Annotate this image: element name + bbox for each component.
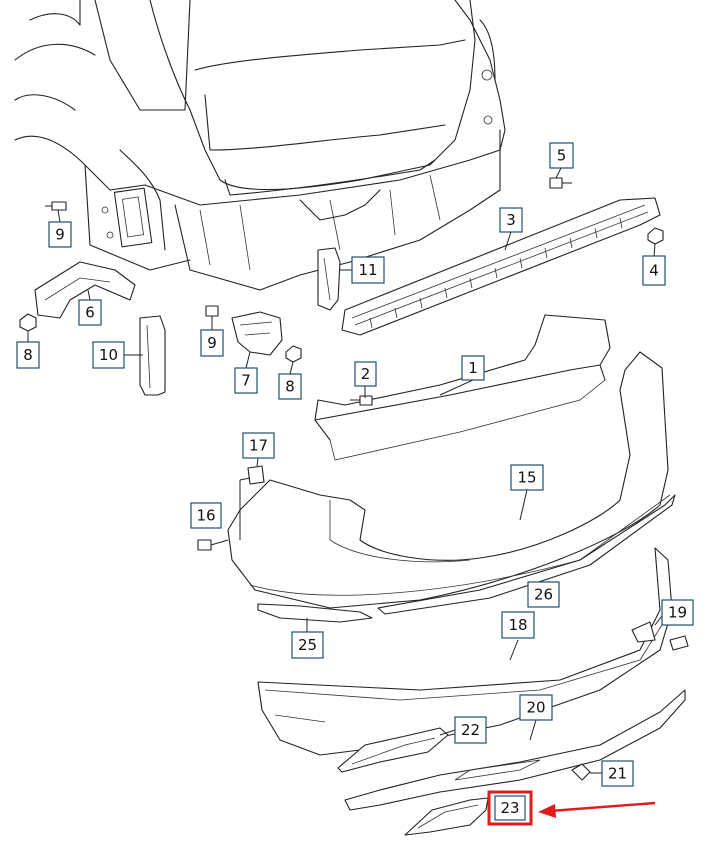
callout-20[interactable]: 20 [519, 694, 553, 721]
callout-19[interactable]: 19 [661, 599, 694, 626]
callout-4[interactable]: 4 [642, 255, 666, 286]
svg-text:9: 9 [55, 226, 65, 244]
red-pointer-arrow-icon [538, 801, 656, 818]
svg-text:8: 8 [23, 346, 33, 364]
trim-strip-part-26 [377, 494, 676, 615]
bolt-icon [197, 539, 229, 551]
callout-16[interactable]: 16 [190, 502, 222, 529]
fasteners [19, 177, 664, 781]
callout-25[interactable]: 25 [291, 631, 324, 659]
bolt-icon [45, 201, 67, 211]
callout-17[interactable]: 17 [242, 432, 275, 459]
svg-text:8: 8 [285, 378, 295, 396]
bracket-part-6 [34, 261, 136, 319]
callout-1[interactable]: 1 [461, 355, 485, 381]
callout-22[interactable]: 22 [454, 716, 487, 744]
svg-text:11: 11 [358, 261, 377, 279]
svg-text:4: 4 [649, 262, 659, 280]
svg-text:5: 5 [557, 147, 567, 165]
svg-text:21: 21 [608, 765, 627, 783]
tip-trim-part-23 [404, 797, 489, 836]
svg-text:6: 6 [85, 304, 95, 322]
callout-15[interactable]: 15 [510, 464, 544, 491]
callout-labels: 1 2 3 4 5 6 7 8 8 9 9 10 11 15 16 17 18 … [16, 142, 694, 826]
bracket-part-11 [317, 247, 341, 311]
guide-part-10 [139, 315, 166, 396]
highlight-frame [487, 790, 533, 826]
callout-26[interactable]: 26 [527, 581, 560, 608]
callout-3[interactable]: 3 [499, 207, 523, 233]
callout-9-left[interactable]: 9 [48, 221, 72, 248]
svg-text:25: 25 [298, 636, 317, 654]
bolt-icon [350, 395, 373, 406]
svg-text:20: 20 [526, 699, 545, 717]
callout-6[interactable]: 6 [78, 299, 102, 326]
svg-text:10: 10 [99, 346, 118, 364]
clip-part-19 [631, 621, 689, 651]
tip-trim-part-22 [337, 727, 449, 773]
nut-icon [647, 227, 664, 245]
svg-text:7: 7 [241, 372, 251, 390]
diffuser-part-20 [344, 689, 686, 811]
bolt-icon [205, 305, 219, 328]
bolt-icon [549, 177, 572, 189]
svg-text:3: 3 [506, 211, 516, 229]
callout-10[interactable]: 10 [92, 341, 125, 369]
trim-strip-part-25 [257, 603, 373, 623]
svg-text:18: 18 [508, 616, 527, 634]
callout-23-highlighted[interactable]: 23 [487, 790, 533, 826]
svg-text:23: 23 [500, 799, 519, 817]
callout-9-center[interactable]: 9 [200, 329, 224, 357]
callout-8-left[interactable]: 8 [16, 341, 40, 369]
bumper-cover-part-15 [227, 351, 671, 609]
svg-text:15: 15 [517, 469, 536, 487]
clip-icon [571, 763, 591, 781]
callout-21[interactable]: 21 [601, 760, 634, 787]
callout-5[interactable]: 5 [549, 142, 574, 169]
callout-11[interactable]: 11 [351, 256, 385, 284]
nut-icon [285, 345, 302, 363]
nut-icon [19, 313, 37, 332]
callout-7[interactable]: 7 [234, 367, 258, 394]
callout-8-center[interactable]: 8 [278, 373, 302, 400]
callout-18[interactable]: 18 [501, 611, 535, 639]
bracket-part-7 [231, 311, 283, 356]
clip-icon [247, 465, 265, 485]
svg-text:26: 26 [534, 586, 553, 604]
svg-text:16: 16 [196, 507, 215, 525]
absorber-part-3 [341, 197, 661, 336]
vehicle-body-rear [14, 0, 506, 291]
svg-text:1: 1 [468, 359, 478, 377]
svg-text:22: 22 [461, 721, 480, 739]
lower-bumper-part-18 [257, 547, 673, 756]
svg-text:19: 19 [668, 604, 687, 622]
svg-text:2: 2 [361, 365, 371, 383]
callout-2[interactable]: 2 [354, 361, 377, 387]
svg-text:9: 9 [207, 334, 217, 352]
carrier-part-1 [314, 314, 611, 461]
svg-text:17: 17 [249, 437, 268, 455]
